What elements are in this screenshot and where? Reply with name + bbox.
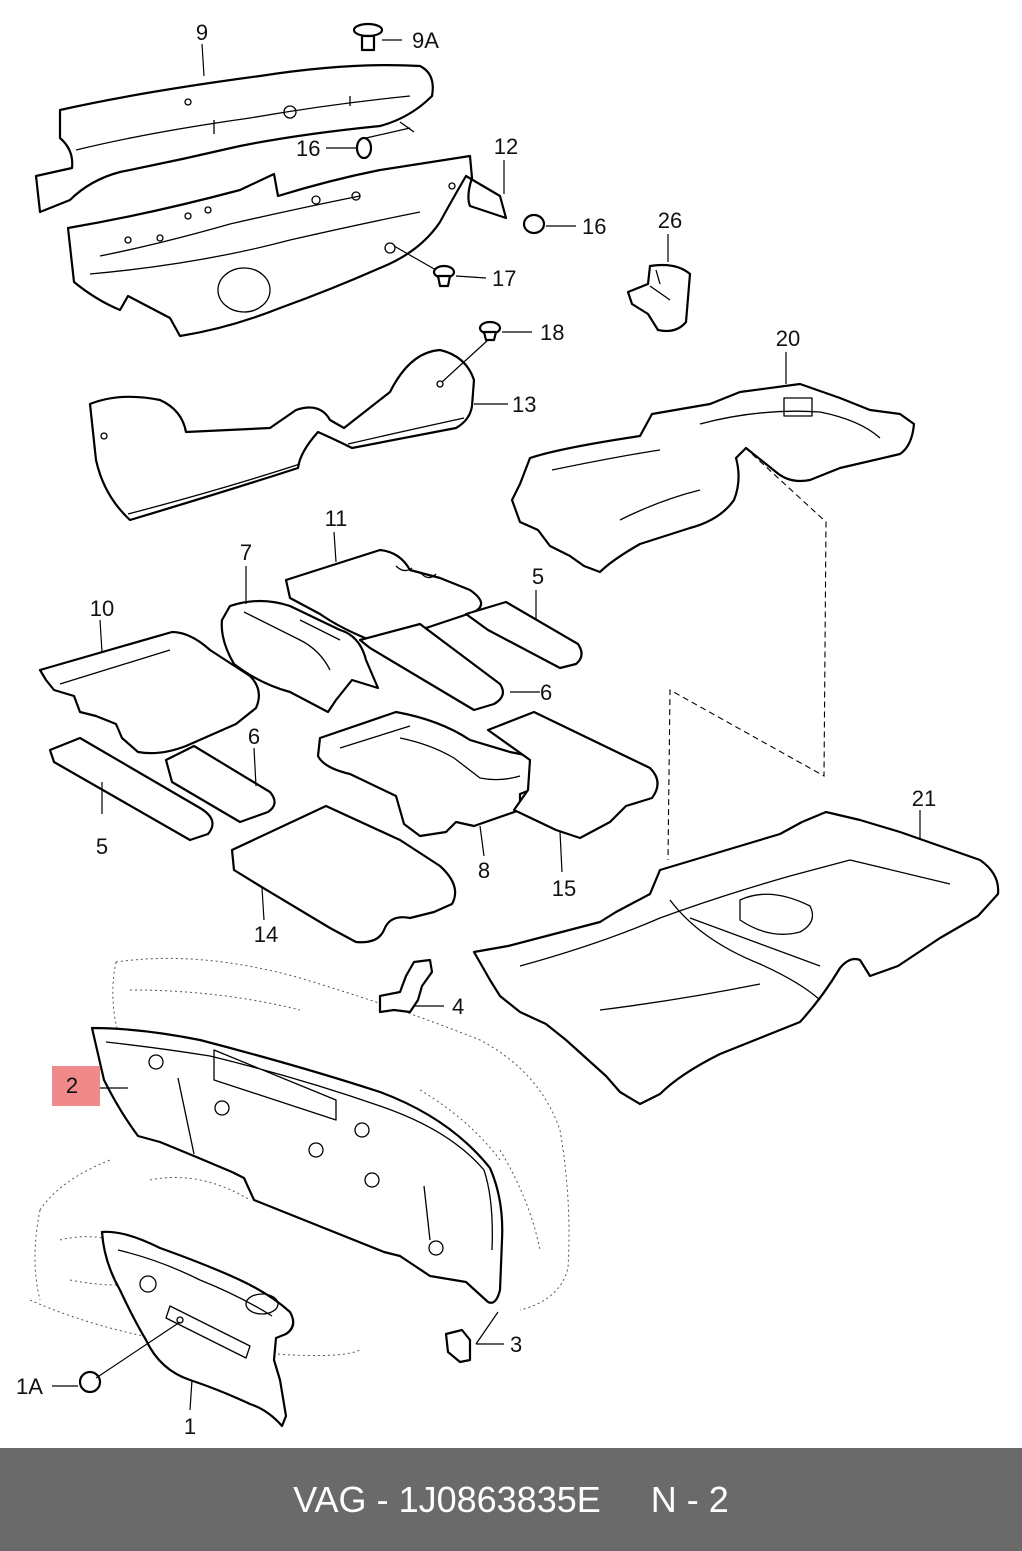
callout-4: 4 [452, 994, 464, 1019]
footer-part-number: 1J0863835E [398, 1478, 601, 1520]
part-3-clip [444, 1328, 472, 1364]
part-15-rear-pad [486, 710, 659, 840]
washer-16-right [522, 213, 546, 235]
callout-8: 8 [478, 858, 490, 883]
parts-diagram: 9 9A 16 12 16 26 17 18 13 20 11 7 5 10 6… [16, 20, 1000, 1439]
callout-5-lower: 5 [96, 834, 108, 859]
callout-16-right: 16 [582, 214, 606, 239]
footer-gap [601, 1479, 651, 1521]
footer-brand: VAG [293, 1478, 367, 1520]
callout-labels: 9 9A 16 12 16 26 17 18 13 20 11 7 5 10 6… [16, 20, 936, 1439]
callout-21: 21 [912, 786, 936, 811]
part-7-tunnel-cover [220, 599, 380, 714]
part-6-upper-strip [358, 622, 505, 712]
callout-9: 9 [196, 20, 208, 45]
callout-9A: 9A [412, 28, 439, 53]
callout-12: 12 [494, 134, 518, 159]
washer-16-upper [355, 136, 373, 160]
part-20-rear-floor-mat [510, 382, 916, 574]
callout-18: 18 [540, 320, 564, 345]
footer-separator: - [366, 1478, 399, 1520]
clip-17 [432, 264, 456, 288]
footer-page: N - 2 [650, 1478, 729, 1520]
part-5-lower-strip [48, 736, 214, 842]
callout-15: 15 [552, 876, 576, 901]
body-shell-outline [29, 957, 570, 1357]
washer-1A [78, 1370, 102, 1394]
part-5-upper-strip [464, 600, 583, 670]
callout-3: 3 [510, 1332, 522, 1357]
clip-18 [478, 320, 502, 342]
clip-9A [352, 22, 384, 52]
callout-5-upper: 5 [532, 564, 544, 589]
callout-6-upper: 6 [540, 680, 552, 705]
part-13-tunnel-insulation [88, 348, 476, 522]
part-6-lower-strip [164, 744, 276, 824]
part-2-hood-insulation-panel [90, 1026, 504, 1304]
callout-2-highlight: 2 [52, 1066, 100, 1106]
callout-16-upper: 16 [296, 136, 320, 161]
leader-lines [52, 39, 921, 1411]
part-10-front-mat [38, 630, 261, 755]
callout-10: 10 [90, 596, 114, 621]
part-4-clip [378, 958, 434, 1014]
callout-14: 14 [254, 922, 278, 947]
callout-26: 26 [658, 208, 682, 233]
callout-11: 11 [325, 506, 348, 531]
footer-bar: VAG - 1J0863835E N - 2 [0, 1448, 1022, 1551]
callout-1: 1 [184, 1414, 196, 1439]
part-12-firewall-insulation [66, 154, 508, 338]
part-1-side-insulation [100, 1230, 295, 1428]
callout-17: 17 [492, 266, 516, 291]
callout-20: 20 [776, 326, 800, 351]
callout-7: 7 [240, 540, 252, 565]
part-11-pad [284, 548, 483, 642]
callout-1A: 1A [16, 1374, 43, 1399]
part-9-bulkhead-insulation [34, 64, 434, 214]
callout-13: 13 [512, 392, 536, 417]
part-21-front-floor-mat [472, 810, 1000, 1106]
callout-2: 2 [65, 1073, 79, 1098]
callout-6-lower: 6 [248, 724, 260, 749]
part-14-pad [230, 804, 457, 944]
part-26-bracket [626, 263, 692, 333]
